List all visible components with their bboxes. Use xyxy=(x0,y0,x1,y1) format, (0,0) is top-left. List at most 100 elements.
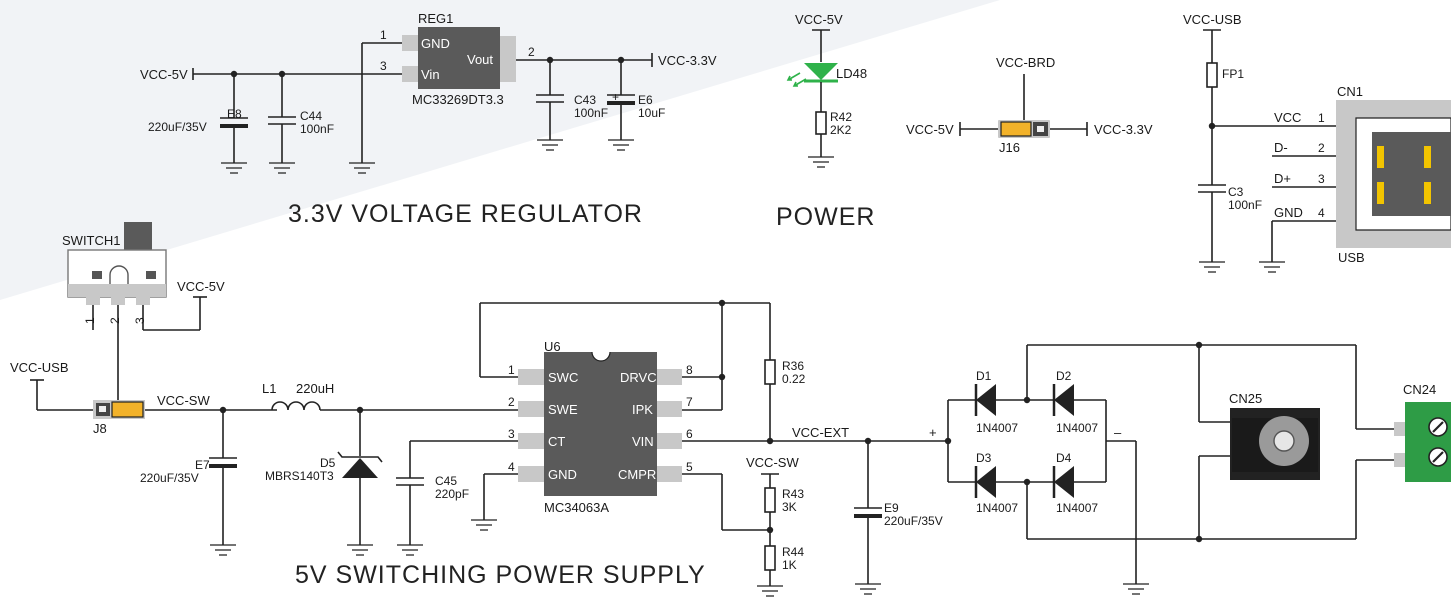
e9-ref: E9 xyxy=(884,501,899,515)
reg-in-net-label: VCC-5V xyxy=(140,67,188,82)
c45-value: 220pF xyxy=(435,487,469,501)
cn25-ref: CN25 xyxy=(1229,391,1262,406)
vcc-ext-label: VCC-EXT xyxy=(792,425,849,440)
r36-value: 0.22 xyxy=(782,372,806,386)
u6-chip xyxy=(544,352,657,496)
u6-pin-gnd: GND xyxy=(548,467,577,482)
bridge-minus: – xyxy=(1114,425,1122,440)
reg-pin1-number: 1 xyxy=(380,28,387,42)
bridge-section: + – D1 1N4007 D2 1N4007 xyxy=(929,341,1451,595)
e9-value: 220uF/35V xyxy=(884,514,943,528)
u6-num-5: 5 xyxy=(686,460,693,474)
r43-ref: R43 xyxy=(782,487,804,501)
reg-pin-gnd: GND xyxy=(421,36,450,51)
regulator-chip xyxy=(418,27,500,89)
screw-terminal xyxy=(1405,402,1451,482)
switch-ref: SWITCH1 xyxy=(62,233,121,248)
j16-right-net: VCC-3.3V xyxy=(1094,122,1153,137)
d3-ref: D3 xyxy=(976,451,992,465)
switch-pin-3: 3 xyxy=(133,317,147,324)
usb-net-label: VCC-USB xyxy=(1183,12,1242,27)
u6-pin-swc: SWC xyxy=(548,370,578,385)
usb-pin-1: 1 xyxy=(1318,111,1325,125)
d3-value: 1N4007 xyxy=(976,501,1018,515)
e7-value: 220uF/35V xyxy=(140,471,199,485)
regulator-section: VCC-5V 1 3 REG1 GND Vin Vout MC33269DT3.… xyxy=(140,11,717,228)
j8-usb-net: VCC-USB xyxy=(10,360,69,375)
c3-value: 100nF xyxy=(1228,198,1262,212)
led-net-label: VCC-5V xyxy=(795,12,843,27)
c44-value: 100nF xyxy=(300,122,334,136)
reg-part: MC33269DT3.3 xyxy=(412,92,504,107)
regulator-title: 3.3V VOLTAGE REGULATOR xyxy=(288,200,643,228)
e6-plus: + xyxy=(612,90,619,104)
led-ref: LD48 xyxy=(836,66,867,81)
r42-ref: R42 xyxy=(830,110,852,124)
j16-top-net: VCC-BRD xyxy=(996,55,1055,70)
power-led-section: VCC-5V LD48 R42 2K2 POWER xyxy=(776,12,875,231)
l1-ref: L1 xyxy=(262,381,276,396)
switching-title: 5V SWITCHING POWER SUPPLY xyxy=(295,561,706,589)
usb-pin-3: 3 xyxy=(1318,172,1325,186)
u6-num-7: 7 xyxy=(686,395,693,409)
reg-pin3-number: 3 xyxy=(380,59,387,73)
j16-left-net: VCC-5V xyxy=(906,122,954,137)
u6-pin-vin: VIN xyxy=(632,434,654,449)
j16-ref: J16 xyxy=(999,140,1020,155)
e7-ref: E7 xyxy=(195,458,210,472)
r43-value: 3K xyxy=(782,500,797,514)
cn24-ref: CN24 xyxy=(1403,382,1436,397)
d1-ref: D1 xyxy=(976,369,992,383)
e6-ref: E6 xyxy=(638,93,653,107)
d1-value: 1N4007 xyxy=(976,421,1018,435)
r44-ref: R44 xyxy=(782,545,804,559)
reg-pin-vin: Vin xyxy=(421,67,440,82)
usb-conn-label: USB xyxy=(1338,250,1365,265)
c45-ref: C45 xyxy=(435,474,457,488)
u6-num-1: 1 xyxy=(508,363,515,377)
e8-ref: E8 xyxy=(227,107,242,121)
power-title: POWER xyxy=(776,203,875,231)
u6-num-3: 3 xyxy=(508,427,515,441)
fp1-ref: FP1 xyxy=(1222,67,1244,81)
u6-part: MC34063A xyxy=(544,500,609,515)
u6-pin-ct: CT xyxy=(548,434,565,449)
d4-ref: D4 xyxy=(1056,451,1072,465)
e6-value: 10uF xyxy=(638,106,665,120)
reg-out-net-label: VCC-3.3V xyxy=(658,53,717,68)
d4-value: 1N4007 xyxy=(1056,501,1098,515)
j16-jumper-cap[interactable] xyxy=(1000,121,1032,137)
usb-pin-2: 2 xyxy=(1318,141,1325,155)
u6-num-6: 6 xyxy=(686,427,693,441)
c43-value: 100nF xyxy=(574,106,608,120)
j8-jumper-cap[interactable] xyxy=(111,401,144,418)
d5-ref: D5 xyxy=(320,456,336,470)
u6-num-2: 2 xyxy=(508,395,515,409)
vcc-sw-label: VCC-SW xyxy=(157,393,210,408)
usb-sig-vcc: VCC xyxy=(1274,110,1301,125)
d5-value: MBRS140T3 xyxy=(265,469,334,483)
u6-num-4: 4 xyxy=(508,460,515,474)
u6-num-8: 8 xyxy=(686,363,693,377)
c3-ref: C3 xyxy=(1228,185,1244,199)
switch-pin-1: 1 xyxy=(83,317,97,324)
c44-ref: C44 xyxy=(300,109,322,123)
usb-pin-4: 4 xyxy=(1318,206,1325,220)
reg-pin2-number: 2 xyxy=(528,45,535,59)
r43-net-label: VCC-SW xyxy=(746,455,799,470)
bridge-plus: + xyxy=(929,425,937,440)
jumper-brd-section: VCC-BRD VCC-5V VCC-3.3V J16 xyxy=(906,55,1153,155)
switching-section: SWITCH1 VCC-5V 1 2 3 VCC-USB J8 VCC-SW xyxy=(10,222,948,597)
c43-ref: C43 xyxy=(574,93,596,107)
switch-net-label: VCC-5V xyxy=(177,279,225,294)
l1-value: 220uH xyxy=(296,381,334,396)
r36-ref: R36 xyxy=(782,359,804,373)
u6-ref: U6 xyxy=(544,339,561,354)
e8-value: 220uF/35V xyxy=(148,120,207,134)
r44-value: 1K xyxy=(782,558,797,572)
reg-ref: REG1 xyxy=(418,11,453,26)
usb-sig-dplus: D+ xyxy=(1274,171,1291,186)
d2-value: 1N4007 xyxy=(1056,421,1098,435)
